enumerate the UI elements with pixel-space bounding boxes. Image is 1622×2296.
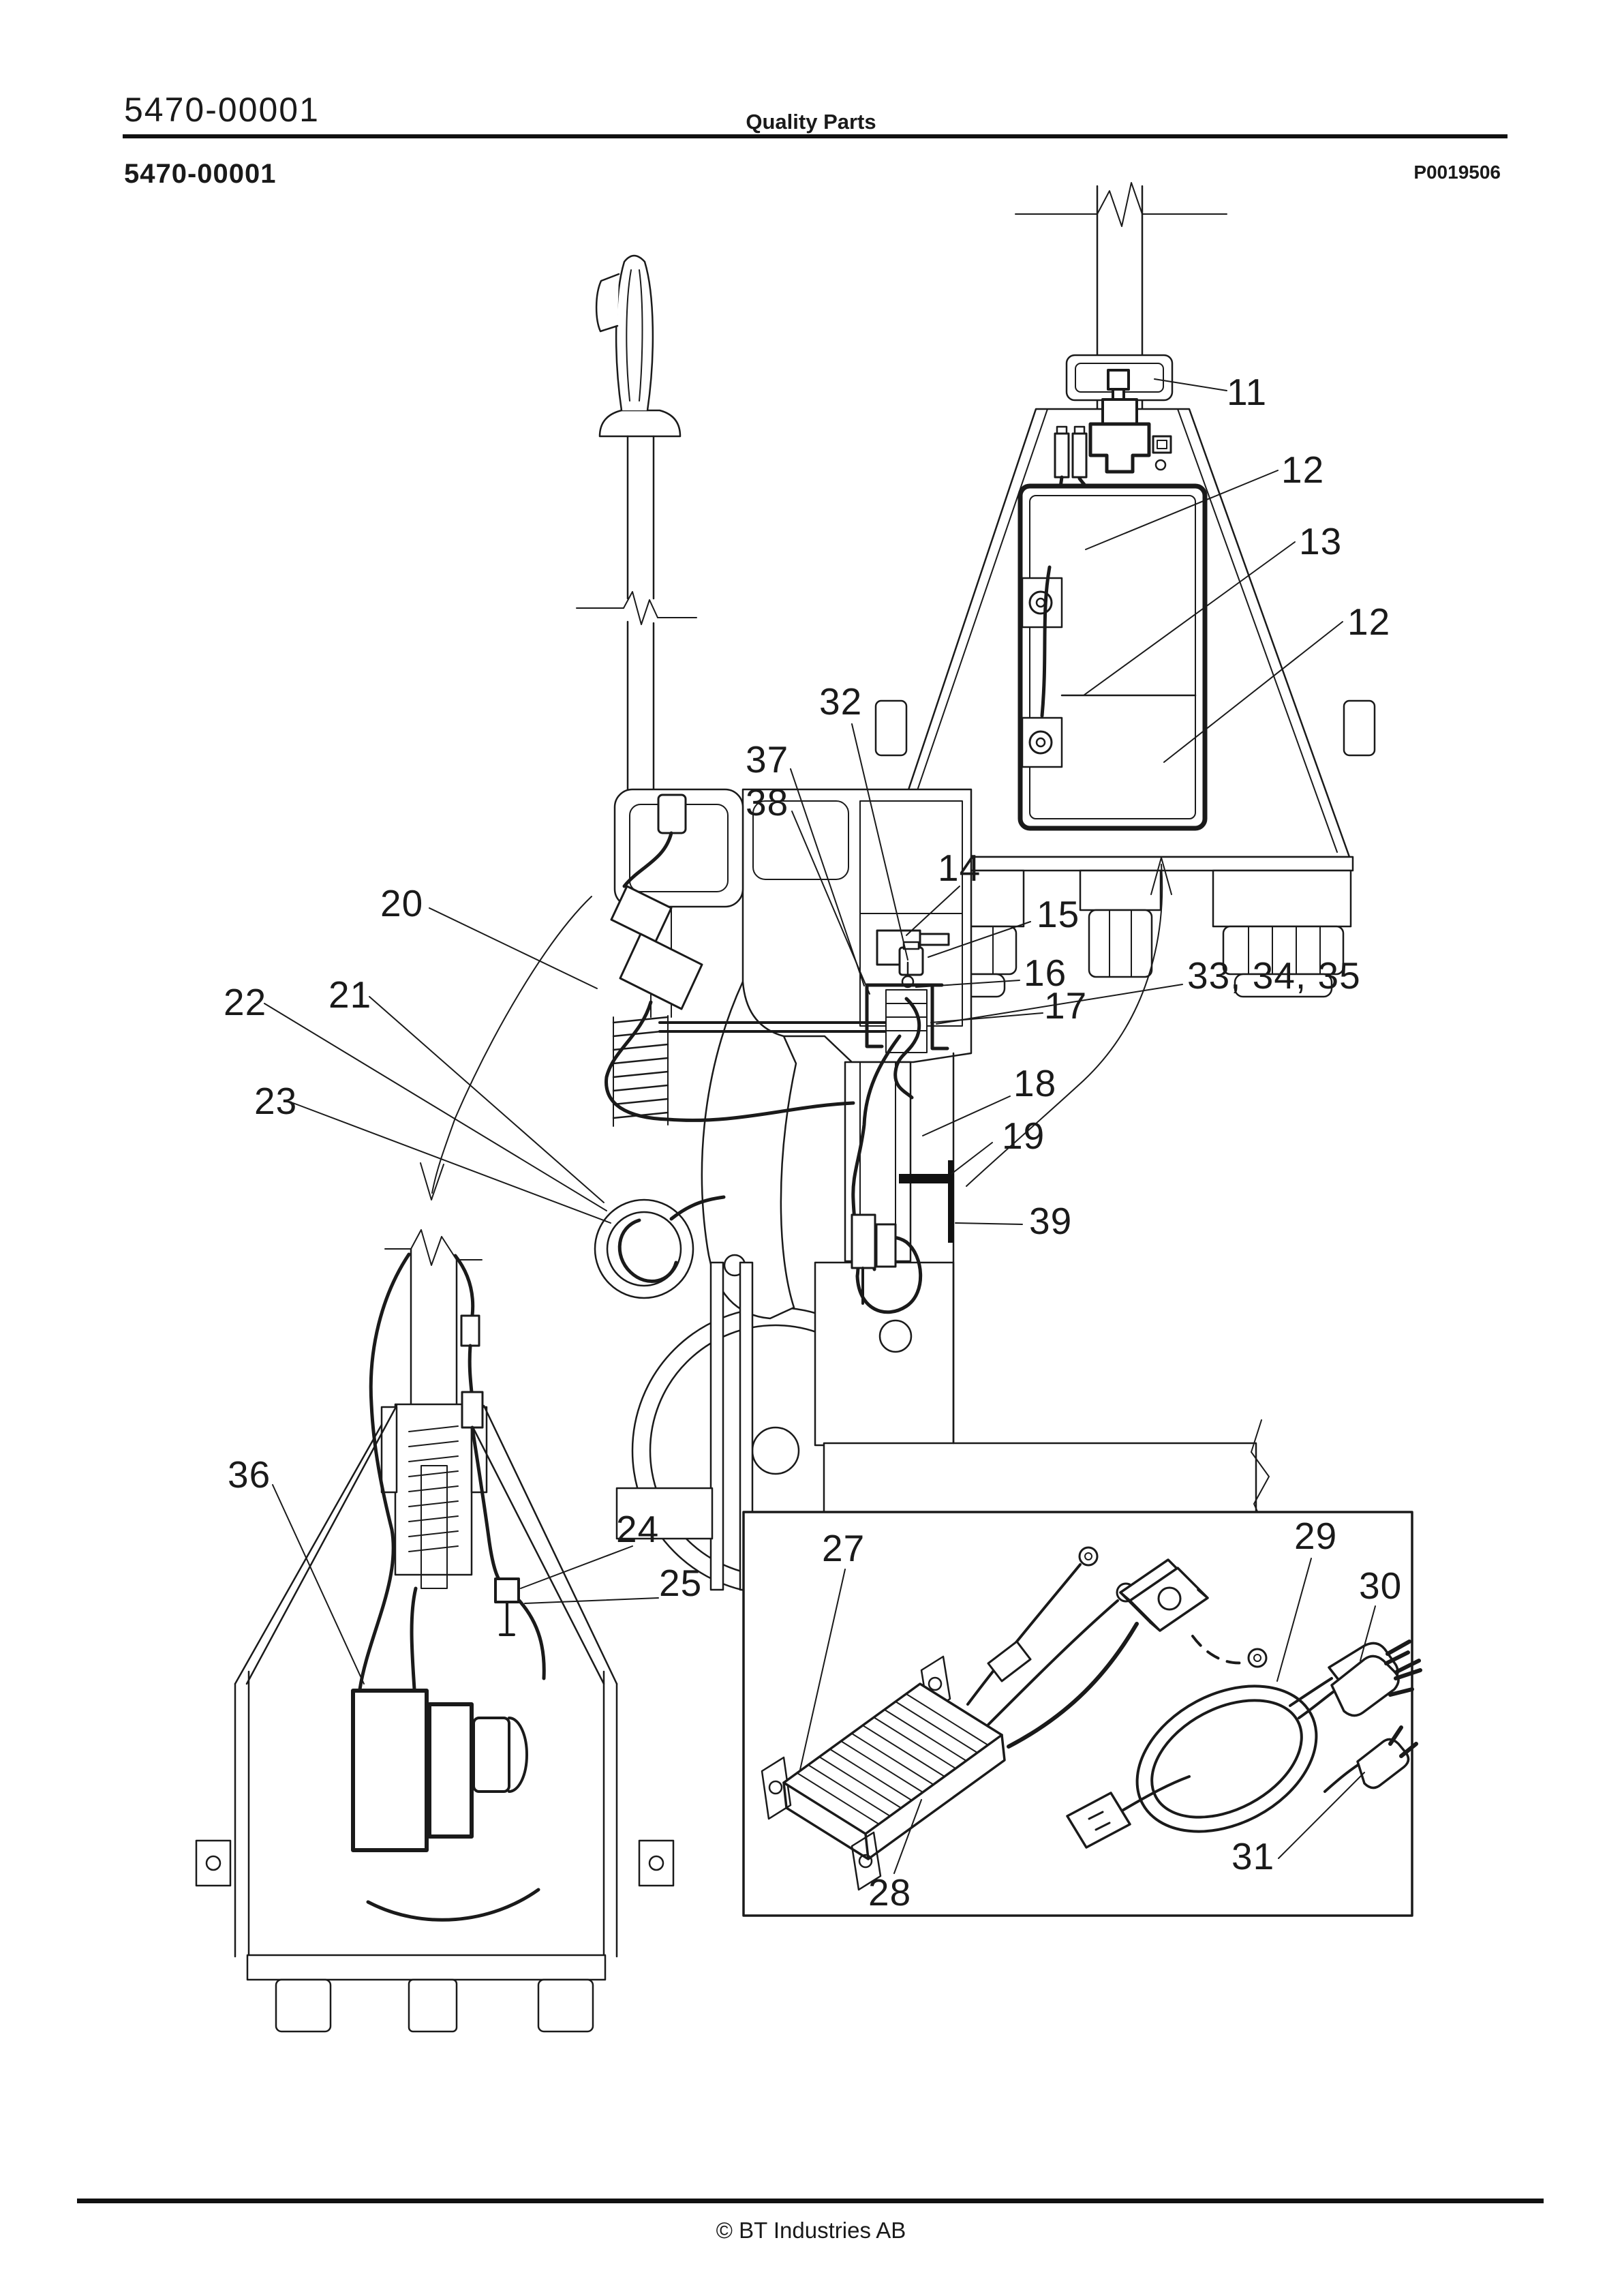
switch-bracket: [865, 929, 950, 1100]
cable-bundle: [851, 1034, 923, 1314]
rotate-arrow-right: [966, 857, 1172, 1187]
callout-12a: 12: [1281, 449, 1324, 491]
charger-inset: [742, 1511, 1422, 1917]
cable-grommet: [594, 1195, 726, 1299]
callout-37: 37: [746, 738, 789, 781]
tiller-cable-harness: [605, 794, 887, 1122]
mast-cables: [358, 1252, 546, 1922]
mast-front-view: [195, 1229, 675, 2033]
callout-33-34-35: 33, 34, 35: [1187, 954, 1361, 997]
header: 5470-00001 Quality Parts 5470-00001 P001…: [123, 91, 1508, 189]
callout-19: 19: [1002, 1115, 1045, 1157]
callout-39: 39: [1029, 1200, 1072, 1242]
callout-38: 38: [746, 781, 789, 824]
callout-27: 27: [822, 1527, 865, 1569]
callout-25: 25: [659, 1562, 702, 1604]
callout-12b: 12: [1347, 601, 1390, 643]
tiller-shaft: [576, 435, 697, 791]
power-cord-coil: [1066, 1677, 1333, 1849]
drawing-ref: P0019506: [1413, 162, 1501, 183]
callout-30: 30: [1359, 1565, 1402, 1607]
callout-24: 24: [616, 1508, 659, 1550]
mast-body: [380, 1403, 488, 1589]
tie-bar: [899, 1160, 954, 1243]
callout-15: 15: [1037, 893, 1080, 935]
callout-31: 31: [1231, 1835, 1274, 1877]
linkage-plate: [701, 980, 797, 1320]
callout-32: 32: [819, 680, 862, 723]
callout-23: 23: [254, 1080, 297, 1122]
callout-13: 13: [1299, 520, 1342, 562]
callout-29: 29: [1294, 1515, 1337, 1557]
rotate-arrow-left: [420, 896, 592, 1200]
callout-11: 11: [1227, 371, 1267, 413]
section-heading: 5470-00001: [124, 159, 277, 189]
header-title: Quality Parts: [746, 110, 876, 134]
cable-clamp: [494, 1577, 520, 1636]
footer-copyright: © BT Industries AB: [716, 2218, 906, 2243]
footer: © BT Industries AB: [77, 2199, 1544, 2243]
pallet-truck-side-view: [420, 254, 1270, 1595]
fork-upright-plate: [814, 1261, 955, 1447]
charger-harness: [966, 1546, 1268, 1749]
callout-16: 16: [1024, 952, 1067, 994]
uk-plug: [1298, 1650, 1422, 1719]
callout-21: 21: [328, 973, 371, 1016]
tiller-spring: [612, 1015, 669, 1127]
callout-18: 18: [1013, 1062, 1056, 1104]
round-plug: [1323, 1725, 1418, 1793]
callout-labels: 11 12 13 12 32 37 38 14 15 16 17 33, 34,…: [224, 371, 1402, 1914]
callout-28: 28: [868, 1871, 911, 1914]
leader-lines: [264, 378, 1376, 1874]
inset-border: [742, 1511, 1413, 1917]
battery-box: [1017, 483, 1208, 831]
front-link-bars: [615, 1261, 754, 1591]
battery-charger: [761, 1655, 1006, 1891]
frame-legs: [195, 1404, 675, 2033]
page-number-heading: 5470-00001: [124, 91, 320, 129]
callout-17: 17: [1044, 984, 1087, 1027]
tiller-handle: [595, 254, 682, 438]
callout-14: 14: [938, 847, 981, 889]
callout-36: 36: [228, 1453, 271, 1496]
callout-20: 20: [380, 882, 423, 924]
motor-unit: [351, 1689, 528, 1852]
callout-22: 22: [224, 981, 266, 1023]
footer-rule: [77, 2199, 1544, 2203]
header-rule: [123, 134, 1508, 138]
mast-break: [384, 1229, 483, 1407]
fork-arm: [823, 1419, 1270, 1544]
